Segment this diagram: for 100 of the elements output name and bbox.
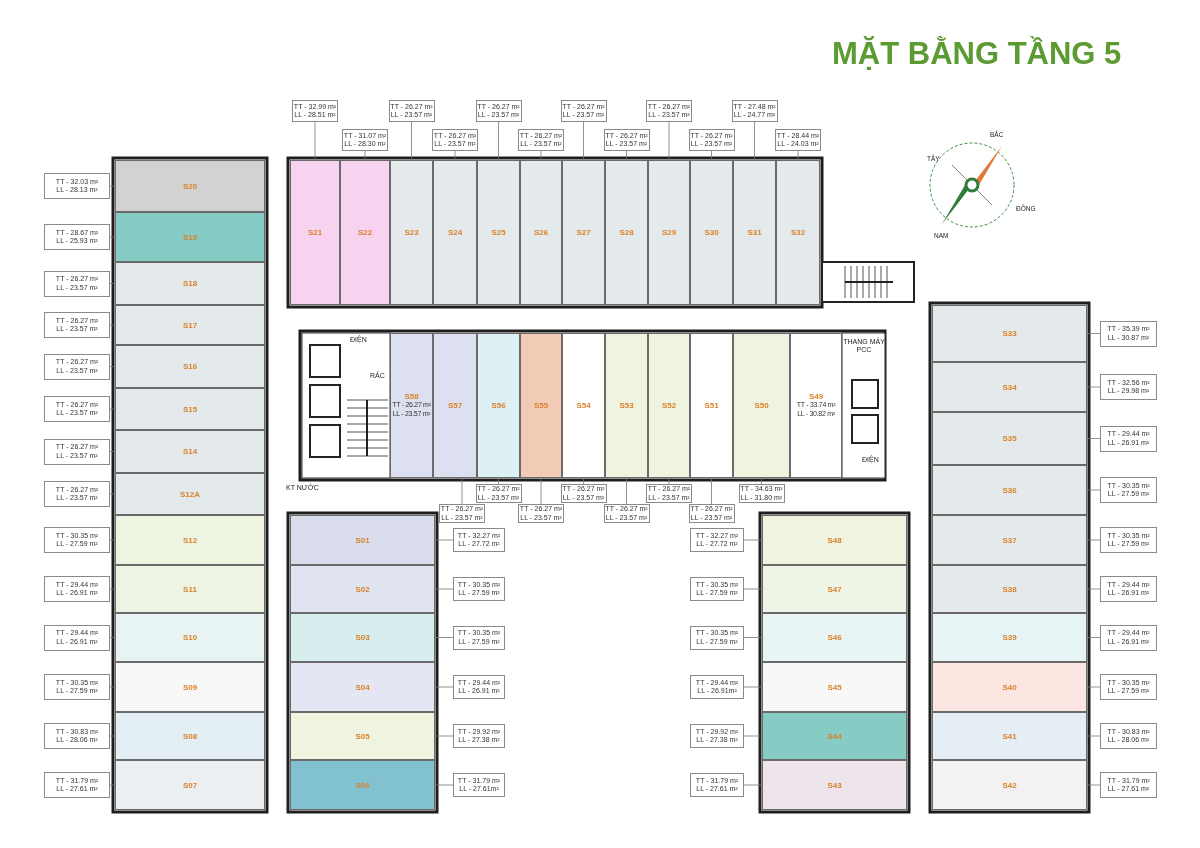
area-label-box [475, 484, 522, 503]
area-label-box [44, 353, 110, 380]
unit-number: S45 [827, 682, 842, 692]
apartment-unit [290, 712, 435, 760]
apartment-unit [390, 333, 433, 478]
apartment-unit [340, 160, 390, 305]
apartment-unit [605, 333, 648, 478]
unit-number: S38 [1002, 584, 1017, 594]
apartment-unit [762, 613, 907, 662]
unit-number: S23 [404, 228, 419, 237]
apartment-unit [115, 473, 265, 515]
area-label-box [453, 773, 505, 797]
apartment-unit [290, 565, 435, 613]
area-label-box [475, 100, 522, 122]
unit-number: S46 [827, 633, 842, 642]
apartment-unit [932, 613, 1087, 662]
area-label-box [1100, 320, 1157, 347]
unit-number: S04 [355, 682, 370, 692]
area-label-box [1100, 374, 1157, 400]
apartment-unit [776, 160, 820, 305]
apartment-unit [477, 333, 520, 478]
leader-line [434, 784, 454, 786]
unit-number: S18 [182, 279, 198, 288]
apartment-unit [932, 412, 1087, 465]
leader-line [711, 150, 712, 161]
area-label-box [518, 129, 564, 151]
leader-line [1086, 489, 1101, 491]
apartment-unit [562, 160, 605, 305]
area-label-box [603, 504, 650, 523]
leader-line [1086, 637, 1101, 638]
unit-number: S26 [533, 228, 549, 237]
leader-line [454, 150, 456, 161]
unit-number: S28 [619, 228, 634, 237]
unit-number: S40 [1002, 682, 1017, 692]
area-label-box [44, 576, 110, 602]
apartment-unit [115, 160, 265, 212]
leader-line [109, 451, 116, 452]
leader-line [1086, 438, 1101, 439]
apartment-unit [932, 362, 1087, 412]
area-label-box [560, 484, 607, 503]
apartment-unit [115, 262, 265, 305]
leader-line [1086, 386, 1101, 388]
unit-number: S22 [357, 228, 373, 237]
leader-line [743, 784, 763, 786]
leader-line [668, 121, 670, 161]
unit-number: S58 [404, 392, 419, 402]
unit-number: S54 [576, 401, 591, 410]
area-label-box [731, 100, 778, 122]
apartment-unit [433, 160, 477, 305]
area-label-box [44, 624, 110, 651]
area-label-box [453, 528, 505, 552]
leader-line [109, 493, 116, 495]
area-label-box [1100, 723, 1157, 749]
area-label-box [775, 129, 821, 151]
apartment-unit [690, 333, 733, 478]
apartment-unit [115, 662, 265, 712]
leader-line [540, 477, 542, 505]
leader-line [109, 324, 116, 326]
apartment-unit [520, 160, 562, 305]
area-label-box [453, 675, 505, 699]
unit-number: S51 [704, 401, 719, 410]
leader-line [109, 185, 116, 187]
unit-number: S41 [1002, 731, 1017, 741]
area-label-box [646, 100, 692, 122]
leader-line [109, 637, 116, 638]
leader-line [797, 150, 799, 161]
area-label-box [1100, 772, 1157, 798]
leader-line [434, 539, 454, 541]
unit-number: S21 [307, 228, 323, 237]
apartment-unit [433, 333, 477, 478]
apartment-unit [733, 160, 776, 305]
unit-number: S29 [661, 228, 677, 237]
apartment-unit [115, 712, 265, 760]
unit-number: S07 [182, 780, 198, 790]
leader-line [1086, 333, 1101, 334]
area-label-box [342, 129, 388, 151]
leader-line [1086, 735, 1101, 737]
leader-line [540, 150, 542, 161]
leader-line [109, 408, 116, 410]
apartment-unit [762, 515, 907, 565]
unit-number: S12A [180, 489, 200, 499]
area-label-box [1100, 527, 1157, 553]
apartment-unit [115, 613, 265, 662]
area-label-box [1100, 477, 1157, 503]
unit-number: S56 [491, 401, 506, 410]
leader-line [754, 121, 755, 161]
apartment-unit [290, 760, 435, 810]
unit-number: S15 [182, 404, 198, 414]
unit-number: S10 [182, 633, 198, 642]
area-label-box [44, 674, 110, 700]
leader-line [711, 477, 712, 505]
area-label-box [1100, 674, 1157, 700]
leader-line [461, 477, 463, 505]
area-label-box [688, 129, 735, 151]
area-label-box [44, 527, 110, 553]
unit-number: S31 [747, 228, 762, 237]
leader-line [1086, 686, 1101, 688]
unit-number: S37 [1002, 535, 1017, 545]
apartment-unit [115, 345, 265, 388]
unit-number: S24 [447, 228, 463, 237]
